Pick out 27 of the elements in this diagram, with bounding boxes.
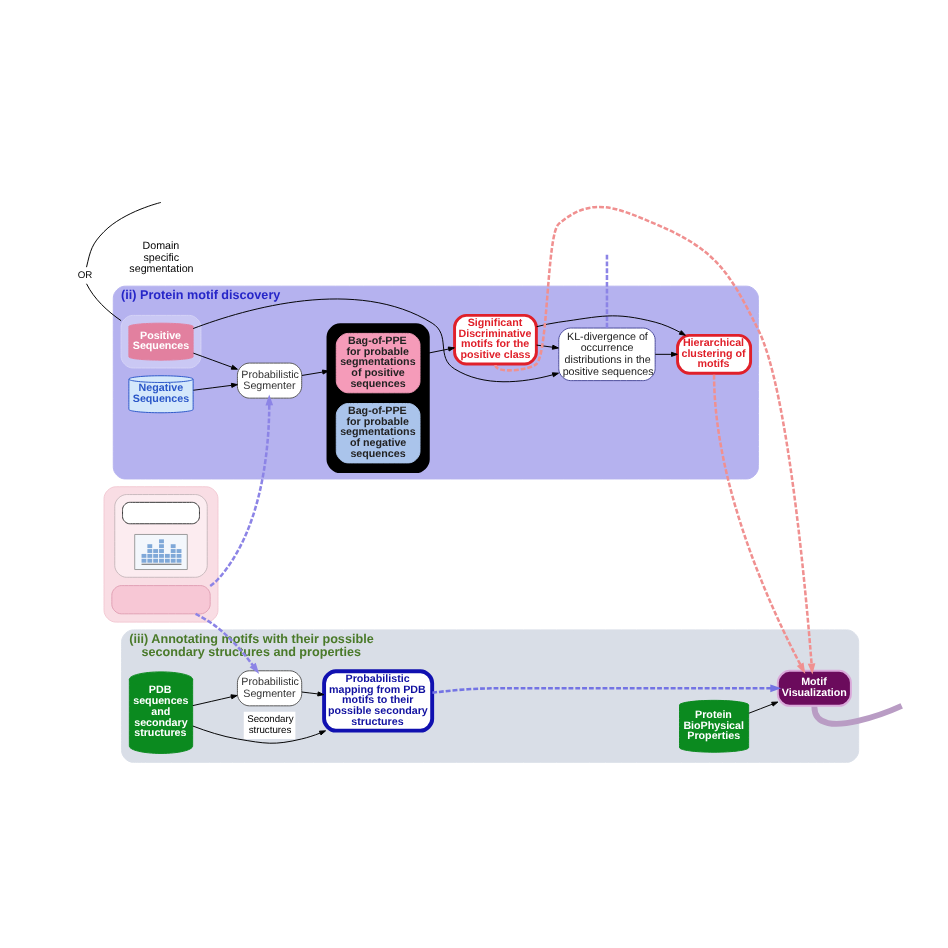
arrow [192,382,238,391]
cluster [120,314,202,369]
arrow [301,691,325,697]
arrow [192,694,238,707]
cluster [103,486,219,623]
arrow [301,369,329,376]
cluster [114,494,208,578]
arrow [195,612,260,674]
arrow [536,315,686,336]
arrow [712,374,806,674]
node-box [111,585,211,615]
arrow [494,205,816,675]
arrow [192,352,238,370]
arrow [427,346,455,354]
arrow [192,725,327,744]
arrow [192,298,559,383]
arrow [748,701,779,714]
cluster [326,323,430,474]
node-picture [134,534,188,570]
arrow [654,351,678,357]
arrow [209,394,274,587]
arrow [432,684,782,694]
connector [811,703,903,727]
connector [84,201,162,322]
node-box [122,501,200,525]
connector [605,254,609,328]
arrow [536,344,559,350]
